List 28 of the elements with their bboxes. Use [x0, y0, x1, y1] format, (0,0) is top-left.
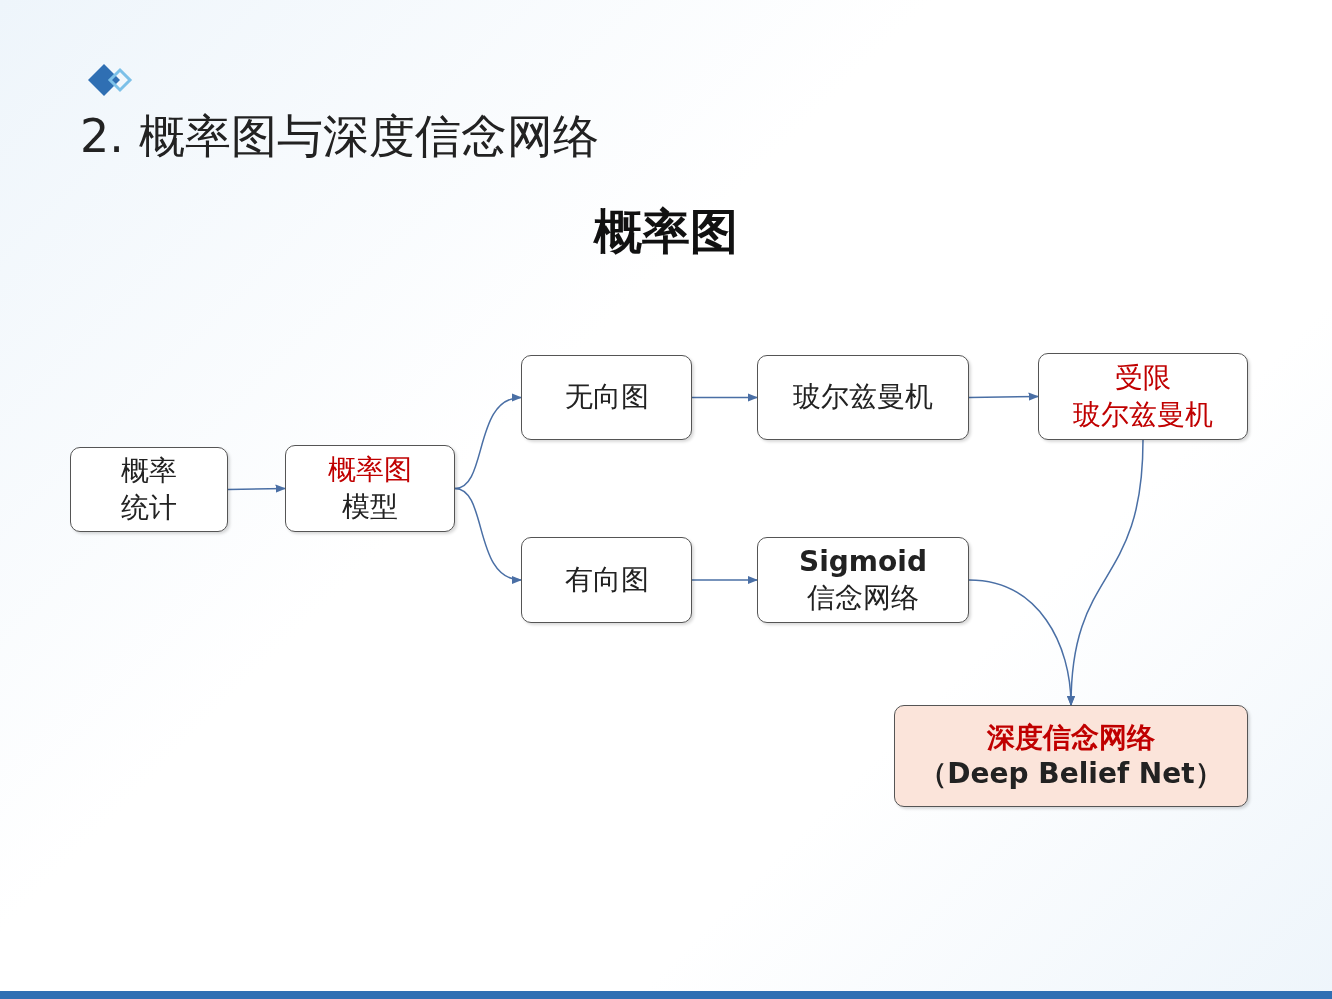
- node-label: 玻尔兹曼机: [1073, 396, 1213, 433]
- slide-title: 2. 概率图与深度信念网络: [80, 108, 599, 165]
- node-label: 无向图: [564, 379, 649, 416]
- node-label: 模型: [342, 488, 398, 525]
- process-box: [70, 447, 228, 532]
- process-box: [521, 537, 692, 623]
- process-box: [757, 355, 969, 440]
- arrow: [968, 579, 1075, 707]
- arrow: [968, 392, 1040, 401]
- arrow: [691, 575, 759, 585]
- node-label: 概率图: [328, 452, 412, 489]
- arrow: [454, 394, 523, 490]
- arrow: [227, 484, 287, 493]
- process-box: [521, 355, 692, 440]
- process-box: [894, 705, 1248, 807]
- node-label: 深度信念网络: [987, 719, 1155, 756]
- node-label: 有向图: [564, 561, 649, 598]
- arrow: [691, 393, 759, 402]
- arrow: [454, 487, 523, 583]
- diagram-heading: 概率图: [592, 202, 739, 261]
- process-box: [757, 537, 969, 623]
- node-label: （Deep Belief Net）: [919, 756, 1223, 792]
- node-label: Sigmoid 信念网络: [798, 543, 928, 616]
- node-label: 概率统计: [120, 453, 178, 526]
- node-label: 受限: [1115, 360, 1171, 397]
- process-box: [285, 445, 455, 532]
- process-box: [1038, 353, 1248, 440]
- node-label: 玻尔兹曼机: [793, 379, 933, 416]
